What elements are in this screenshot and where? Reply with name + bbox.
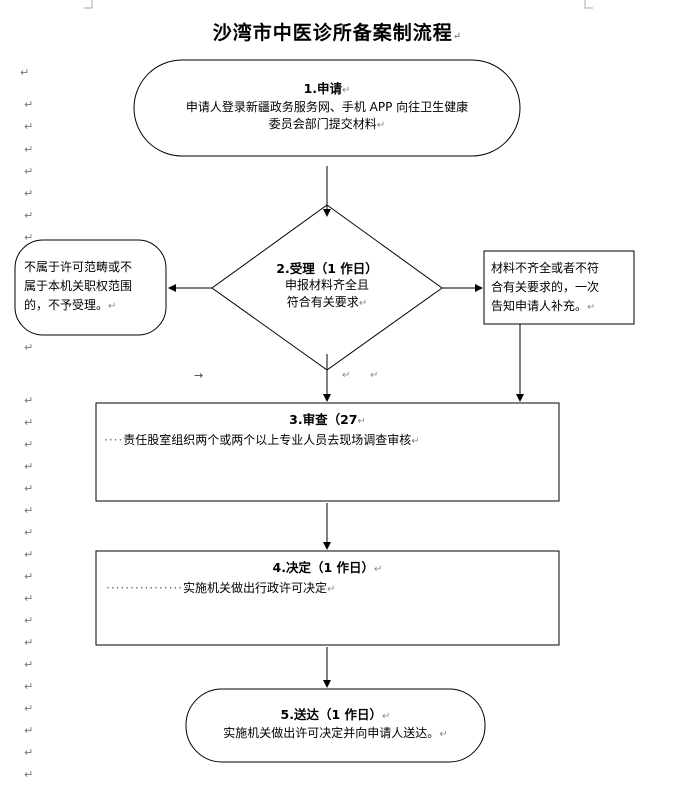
margin-paragraph-mark: ↵ (24, 209, 34, 222)
margin-paragraph-mark: ↵ (24, 341, 34, 354)
margin-paragraph-mark: ↵ (24, 526, 34, 539)
review-head: 3.审查（27 (289, 412, 358, 427)
decide-dots: ················ (106, 581, 184, 595)
margin-paragraph-mark: ↵ (24, 658, 34, 671)
reject-line1: 不属于许可范畴或不 (24, 260, 133, 274)
supplement-line3: 告知申请人补充。 (491, 299, 588, 313)
margin-paragraph-mark: ↵ (24, 98, 34, 111)
review-node: 3.审查（27↵ ····责任股室组织两个或两个以上专业人员去现场调查审核↵ (96, 411, 559, 451)
deliver-body: 实施机关做出许可决定并向申请人送达。 (223, 726, 440, 740)
margin-paragraph-mark: ↵ (20, 66, 30, 79)
margin-paragraph-mark: ↵ (24, 724, 34, 737)
supplement-line1: 材料不齐全或者不符 (491, 261, 600, 275)
margin-paragraph-mark: ↵ (24, 636, 34, 649)
paragraph-mark: ↵ (108, 301, 117, 312)
supplement-line2: 合有关要求的，一次 (491, 280, 600, 294)
apply-node-shape (133, 59, 521, 157)
margin-paragraph-mark: ↵ (24, 394, 34, 407)
margin-paragraph-mark: ↵ (24, 187, 34, 200)
margin-paragraph-mark: ↵ (24, 702, 34, 715)
margin-paragraph-mark: ↵ (24, 570, 34, 583)
margin-paragraph-mark: ↵ (24, 416, 34, 429)
deliver-head: 5.送达（1 作日） (280, 707, 383, 722)
paragraph-mark: ↵ (382, 711, 391, 722)
review-dots: ···· (104, 433, 124, 447)
paragraph-mark: ↵ (587, 302, 596, 313)
tab-arrow-mark: → (194, 369, 204, 382)
reject-node-shape (14, 239, 167, 336)
margin-paragraph-mark: ↵ (24, 746, 34, 759)
margin-paragraph-mark: ↵ (24, 592, 34, 605)
paragraph-mark: ↵ (374, 564, 383, 575)
title-paragraph-mark: ↵ (452, 31, 463, 42)
decide-node: 4.决定（1 作日）↵ ················实施机关做出行政许可决定… (96, 559, 559, 599)
decide-head: 4.决定（1 作日） (272, 560, 375, 575)
reject-line3: 的，不予受理。 (24, 298, 109, 312)
deliver-node-shape (185, 688, 486, 763)
page-title: 沙湾市中医诊所备案制流程↵ (0, 18, 675, 45)
reject-line2: 属于本机关职权范围 (24, 279, 133, 293)
page-corner-mark-right (584, 0, 593, 9)
decide-node-shape (95, 550, 560, 646)
accept-node: 2.受理（1 作日） 申报材料齐全且 符合有关要求↵ (232, 260, 422, 312)
review-node-shape (95, 402, 560, 502)
margin-paragraph-mark: ↵ (24, 438, 34, 451)
apply-line2: 委员会部门提交材料 (268, 117, 377, 131)
paragraph-mark: ↵ (327, 584, 336, 595)
margin-paragraph-mark: ↵ (24, 143, 34, 156)
paragraph-mark: ↵ (357, 416, 366, 427)
paragraph-mark: ↵ (411, 436, 420, 447)
margin-paragraph-mark: ↵ (24, 548, 34, 561)
margin-paragraph-mark: ↵ (24, 460, 34, 473)
paragraph-mark: ↵ (358, 298, 368, 309)
apply-head: 1.申请 (303, 81, 343, 96)
deliver-node: 5.送达（1 作日）↵ 实施机关做出许可决定并向申请人送达。↵ (186, 706, 485, 743)
accept-line1: 申报材料齐全且 (284, 278, 369, 292)
margin-paragraph-mark: ↵ (24, 231, 34, 244)
margin-paragraph-mark: ↵ (24, 482, 34, 495)
decide-body: 实施机关做出行政许可决定 (183, 581, 328, 595)
margin-paragraph-mark: ↵ (24, 768, 34, 781)
stray-paragraph-mark-2: ↵ (370, 370, 379, 381)
margin-paragraph-mark: ↵ (24, 680, 34, 693)
title-text: 沙湾市中医诊所备案制流程 (212, 22, 453, 44)
paragraph-mark: ↵ (342, 85, 351, 96)
margin-paragraph-mark: ↵ (24, 504, 34, 517)
supplement-node-shape (483, 250, 635, 325)
review-body: 责任股室组织两个或两个以上专业人员去现场调查审核 (123, 433, 412, 447)
paragraph-mark: ↵ (439, 729, 448, 740)
reject-node: 不属于许可范畴或不 属于本机关职权范围 的，不予受理。↵ (24, 258, 164, 316)
margin-paragraph-mark: ↵ (24, 120, 34, 133)
page-corner-mark-left (84, 0, 93, 9)
margin-paragraph-mark: ↵ (24, 165, 34, 178)
accept-line2: 符合有关要求 (286, 295, 359, 309)
accept-head: 2.受理（1 作日） (276, 261, 378, 276)
stray-paragraph-mark-1: ↵ (342, 370, 351, 381)
paragraph-mark: ↵ (376, 120, 386, 131)
supplement-node: 材料不齐全或者不符 合有关要求的，一次 告知申请人补充。↵ (491, 259, 633, 317)
margin-paragraph-mark: ↵ (24, 614, 34, 627)
apply-line1: 申请人登录新疆政务服务网、手机 APP 向往卫生健康 (185, 100, 469, 114)
apply-node: 1.申请↵ 申请人登录新疆政务服务网、手机 APP 向往卫生健康 委员会部门提交… (134, 80, 520, 134)
